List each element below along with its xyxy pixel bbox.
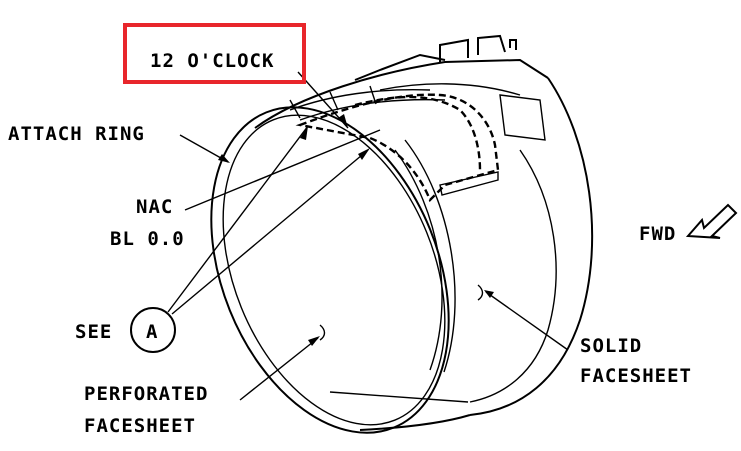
leader-perforated — [239, 337, 319, 401]
leader-12-oclock-arrow — [338, 114, 348, 128]
attach-ring-inner — [222, 114, 446, 426]
solid-faceshirt-label-line2: FACESHEET — [580, 365, 692, 387]
leader-see-a-1 — [167, 125, 309, 313]
forward-arrow-icon — [685, 203, 738, 239]
top-contour — [379, 83, 521, 96]
top-pin — [509, 39, 517, 50]
leader-see-a-2-arrow — [358, 148, 370, 160]
barrel-inner-aft — [469, 149, 557, 403]
panel-tick-1 — [289, 99, 301, 119]
twelve-oclock-highlight-box — [123, 23, 306, 84]
leader-see-a-2 — [171, 149, 369, 315]
liner-inner-curve — [394, 149, 443, 371]
attach-ring-outer — [210, 106, 450, 434]
top-bracket-2 — [477, 34, 506, 55]
barrel-aft-edge — [469, 77, 594, 416]
leader-solid-arrow — [484, 290, 494, 298]
panel-tick-2 — [329, 91, 339, 111]
leader-attach-ring-arrow — [218, 154, 230, 163]
detail-a-region — [295, 93, 500, 203]
top-bracket — [439, 38, 469, 62]
perforated-tick — [319, 324, 326, 341]
solid-tick — [477, 284, 484, 301]
panel-band-1 — [289, 88, 431, 111]
liner-inner-curve-2 — [404, 139, 456, 373]
leader-perforated-arrow — [308, 336, 320, 346]
panel-band-2 — [299, 98, 446, 121]
side-panel — [499, 94, 546, 141]
inlet-barrel — [210, 34, 594, 434]
attach-ring-label: ATTACH RING — [8, 123, 145, 145]
top-fairing — [354, 53, 446, 81]
nac-label-line2: BL 0.0 — [110, 228, 185, 250]
callout-circle — [130, 307, 176, 353]
see-label: SEE — [75, 321, 112, 343]
solid-faceshirt-label-line1: SOLID — [580, 335, 642, 357]
nac-label-line1: NAC — [136, 196, 173, 218]
barrel-top-edge — [254, 58, 549, 129]
callout-letter: A — [146, 321, 158, 343]
fwd-label: FWD — [639, 223, 676, 245]
leader-see-a-1-arrow — [300, 126, 308, 140]
twelve-oclock-label: 12 O'CLOCK — [150, 50, 274, 72]
perforated-faceshirt-label-line1: PERFORATED — [84, 383, 208, 405]
leader-solid — [485, 291, 569, 351]
barrel-bottom-inner — [329, 391, 469, 403]
leader-nac — [184, 129, 381, 211]
barrel-bottom-edge — [359, 414, 471, 431]
detail-a-plate — [439, 171, 499, 196]
leader-lines — [167, 71, 569, 401]
perforated-faceshirt-label-line2: FACESHEET — [84, 415, 196, 437]
